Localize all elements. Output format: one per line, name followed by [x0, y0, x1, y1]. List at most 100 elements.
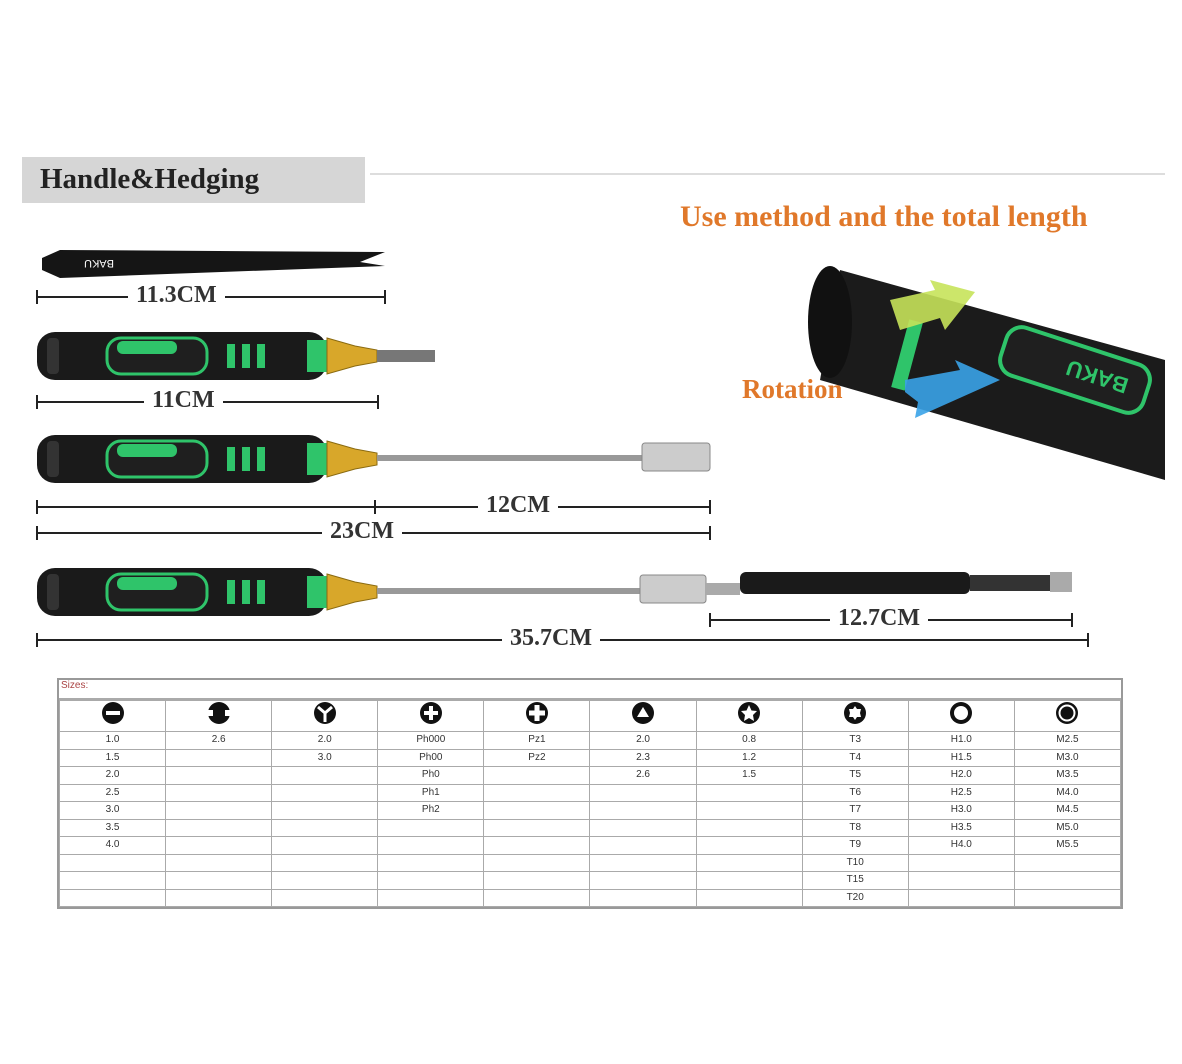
screwdriver-with-extension — [35, 433, 711, 485]
size-cell — [1013, 853, 1122, 872]
size-cell: H1.0 — [907, 731, 1015, 750]
size-cell: M3.5 — [1013, 766, 1122, 785]
bit-type-cell — [58, 700, 167, 732]
sizes-label: Sizes: — [59, 680, 1121, 700]
size-cell — [483, 836, 591, 855]
socket-icon — [1056, 702, 1079, 724]
total-length: 35.7CM — [502, 625, 600, 652]
slotted-icon — [101, 702, 124, 724]
size-cell — [165, 783, 273, 802]
bit-type-cell — [483, 700, 591, 732]
size-cell — [165, 836, 273, 855]
size-cell — [483, 801, 591, 820]
rotation-arrow-up-icon — [890, 280, 975, 330]
size-cell: 3.5 — [58, 818, 167, 837]
size-cell: 2.6 — [589, 766, 697, 785]
size-cell: 1.2 — [695, 748, 803, 767]
tools-illustration: BAKU — [35, 250, 1165, 647]
size-cell — [907, 888, 1015, 907]
size-cell: 2.0 — [589, 731, 697, 750]
tweezers: BAKU — [42, 250, 385, 278]
pozidriv-icon — [525, 702, 548, 724]
phillips-icon — [419, 702, 442, 724]
size-cell — [483, 888, 591, 907]
size-cell — [165, 853, 273, 872]
size-cell: Ph2 — [377, 801, 485, 820]
size-cell: M3.0 — [1013, 748, 1122, 767]
rotation-arrow-down-icon — [905, 360, 1000, 418]
size-cell: T8 — [801, 818, 909, 837]
icon-row — [58, 700, 1122, 732]
torx-icon — [844, 702, 867, 724]
size-cell — [483, 853, 591, 872]
u-shape-icon — [206, 702, 231, 724]
size-cell — [165, 766, 273, 785]
size-cell: Ph1 — [377, 783, 485, 802]
size-cell: H2.0 — [907, 766, 1015, 785]
hex-icon — [950, 702, 973, 724]
size-cell: M5.5 — [1013, 836, 1122, 855]
size-cell: 2.0 — [271, 731, 379, 750]
bit-type-cell — [1013, 700, 1122, 732]
bit-type-cell — [695, 700, 803, 732]
screwdriver-short — [35, 330, 435, 382]
size-cell: Ph000 — [377, 731, 485, 750]
size-cell: 1.0 — [58, 731, 167, 750]
size-cell — [907, 853, 1015, 872]
with-extension-length: 23CM — [322, 518, 402, 545]
size-cell — [165, 748, 273, 767]
size-cell: 2.0 — [58, 766, 167, 785]
size-cell: H1.5 — [907, 748, 1015, 767]
size-cell — [271, 853, 379, 872]
size-cell — [271, 783, 379, 802]
size-cell — [483, 818, 591, 837]
section-title: Handle&Hedging — [40, 163, 260, 195]
size-cell — [165, 801, 273, 820]
bit-type-cell — [271, 700, 379, 732]
tweezers-length: 11.3CM — [128, 282, 225, 309]
size-cell — [589, 853, 697, 872]
size-cell: 2.3 — [589, 748, 697, 767]
size-cell: H4.0 — [907, 836, 1015, 855]
size-cell — [589, 818, 697, 837]
size-cell — [165, 888, 273, 907]
size-cell: T15 — [801, 871, 909, 890]
size-cell — [907, 871, 1015, 890]
size-cell — [695, 818, 803, 837]
tri-wing-icon — [313, 702, 336, 724]
size-cell — [695, 801, 803, 820]
size-cell — [589, 888, 697, 907]
size-cell: Pz1 — [483, 731, 591, 750]
size-cell — [1013, 888, 1122, 907]
size-cell — [589, 801, 697, 820]
size-cell: T20 — [801, 888, 909, 907]
size-cell — [58, 888, 167, 907]
size-cell — [695, 888, 803, 907]
size-cell — [377, 818, 485, 837]
size-cell — [165, 871, 273, 890]
screwdriver-length: 11CM — [144, 387, 223, 414]
size-cell: H2.5 — [907, 783, 1015, 802]
bit-type-cell — [165, 700, 273, 732]
size-cell: 3.0 — [58, 801, 167, 820]
size-cell: M4.0 — [1013, 783, 1122, 802]
size-cell — [483, 783, 591, 802]
size-cell — [58, 871, 167, 890]
table-row: T20 — [58, 888, 1122, 907]
size-cell — [377, 888, 485, 907]
bit-type-cell — [907, 700, 1015, 732]
size-cell — [695, 853, 803, 872]
size-cell: T6 — [801, 783, 909, 802]
size-cell — [695, 836, 803, 855]
size-cell: T7 — [801, 801, 909, 820]
size-cell: Pz2 — [483, 748, 591, 767]
size-cell: T3 — [801, 731, 909, 750]
pentalobe-icon — [738, 702, 761, 724]
